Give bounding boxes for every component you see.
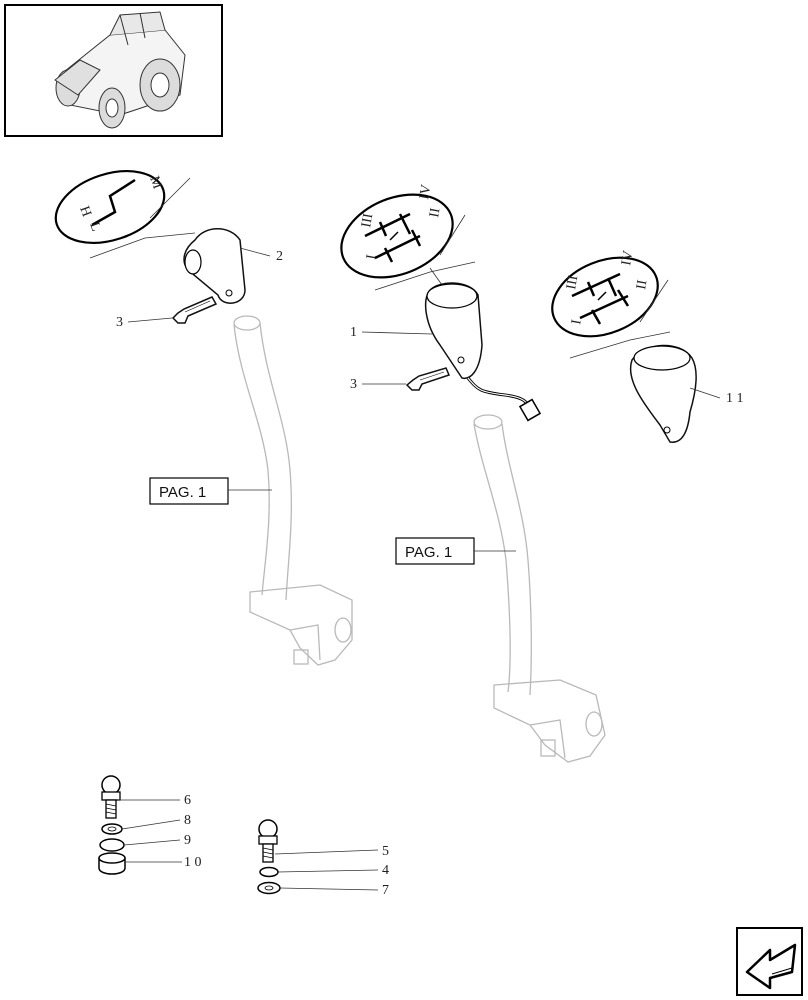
- bolt-mid[interactable]: [405, 367, 451, 391]
- shift-pattern-left: M H L: [54, 170, 166, 244]
- pattern-letter-ii-r: II: [634, 279, 650, 291]
- callout-4: 4: [382, 863, 389, 878]
- gear-knob-right[interactable]: [629, 344, 697, 443]
- callout-3-left: 3: [116, 315, 123, 330]
- pattern-letter-h: H: [76, 204, 94, 219]
- pattern-letter-i-r: I: [569, 318, 585, 326]
- pattern-letter-i: I: [364, 253, 380, 261]
- pag-label-mid: PAG. 1: [405, 544, 452, 561]
- callout-10: 1 0: [184, 855, 202, 870]
- gear-knob-mid[interactable]: [424, 282, 483, 380]
- callout-2: 2: [276, 249, 283, 264]
- shift-lever-left-ghost: [233, 315, 353, 666]
- pattern-letter-iii: III: [359, 212, 376, 229]
- back-navigation-button[interactable]: [736, 927, 803, 996]
- callout-1: 1: [350, 325, 357, 340]
- pag-reference-left[interactable]: PAG. 1: [149, 477, 229, 505]
- callout-11: 1 1: [726, 391, 744, 406]
- ball-stud-left[interactable]: [101, 775, 121, 819]
- callout-9: 9: [184, 833, 191, 848]
- shift-pattern-right: III IV I II: [551, 250, 659, 338]
- shift-pattern-mid: III II I IV: [340, 184, 454, 279]
- callout-3-mid: 3: [350, 377, 357, 392]
- pag-reference-mid[interactable]: PAG. 1: [395, 537, 475, 565]
- pattern-letter-ii: II: [427, 207, 443, 219]
- tractor-icon: [54, 11, 186, 129]
- ball-stud-right[interactable]: [258, 819, 278, 863]
- cap-left-10[interactable]: [98, 852, 126, 875]
- washer-left-9[interactable]: [99, 838, 125, 852]
- callout-7: 7: [382, 883, 389, 898]
- pattern-letter-iv: IV: [417, 184, 434, 201]
- washer-left-8[interactable]: [101, 823, 123, 835]
- arrow-back-icon: [745, 943, 797, 990]
- washer-right-7[interactable]: [257, 881, 281, 895]
- tractor-thumbnail[interactable]: [4, 4, 223, 137]
- pattern-letter-iv-r: IV: [619, 250, 636, 267]
- callout-8: 8: [184, 813, 191, 828]
- callout-5: 5: [382, 844, 389, 859]
- bolt-left[interactable]: [171, 296, 218, 324]
- callout-6: 6: [184, 793, 191, 808]
- gear-knob-left[interactable]: [183, 228, 246, 304]
- pag-label-left: PAG. 1: [159, 484, 206, 501]
- connector-plug[interactable]: [518, 398, 542, 422]
- washer-right-4[interactable]: [259, 866, 279, 878]
- pattern-letter-iii-r: III: [564, 274, 581, 291]
- shift-lever-mid-ghost: [473, 414, 606, 763]
- pattern-letter-m: M: [146, 174, 165, 191]
